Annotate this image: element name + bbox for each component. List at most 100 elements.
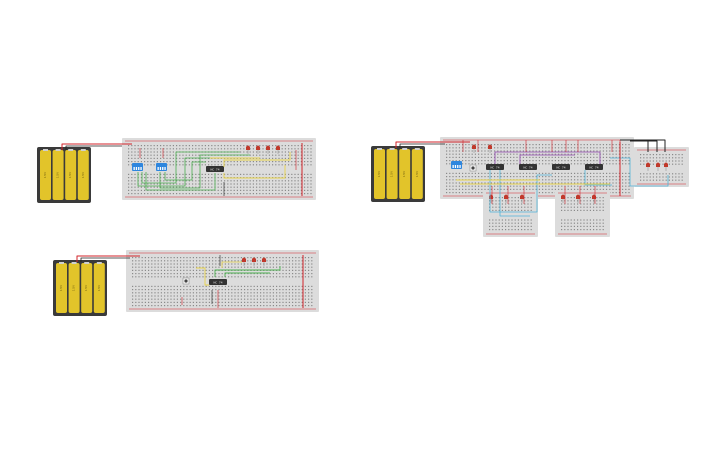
ic-chip[interactable] [585,164,603,170]
hole [160,285,162,287]
breadboard-body[interactable] [555,190,610,237]
dip-switch-lever[interactable] [140,167,142,170]
dip-switch-lever[interactable] [133,167,135,170]
wire[interactable] [65,145,122,150]
dip-switch-lever[interactable] [459,165,461,168]
hole [198,145,200,147]
wire[interactable] [630,140,658,152]
led[interactable] [576,194,580,200]
wire[interactable] [399,143,445,148]
wire[interactable] [159,154,250,189]
wire[interactable] [76,255,140,262]
dip-switch-lever[interactable] [454,165,457,168]
wire[interactable] [141,151,240,184]
hole [494,185,496,187]
wire[interactable] [221,261,242,268]
led[interactable] [520,194,524,200]
hole [564,153,566,155]
wire[interactable] [499,170,530,217]
led[interactable] [252,257,256,263]
hole [503,182,505,184]
ic-chip[interactable] [519,164,537,170]
wire[interactable] [223,165,286,179]
hole [269,257,271,259]
hole [167,263,169,265]
led[interactable] [276,145,280,151]
led[interactable] [242,257,246,263]
hole [567,219,569,221]
dip-switch-lever[interactable] [135,167,138,170]
hole [498,203,500,205]
wire[interactable] [610,157,669,187]
wire[interactable] [223,152,291,167]
wire[interactable] [145,172,216,191]
hole [602,156,604,158]
wire[interactable] [164,161,206,181]
led[interactable] [656,162,660,168]
wire[interactable] [395,141,470,148]
wire[interactable] [519,154,575,164]
breadboard-body[interactable] [634,147,689,187]
dip-switch-lever[interactable] [452,165,454,168]
dip-switch-lever[interactable] [457,165,459,168]
hole [279,298,281,300]
wire[interactable] [196,267,209,286]
ic-chip[interactable] [209,279,227,285]
hole [500,185,502,187]
led[interactable] [561,194,565,200]
dip-switch-lever[interactable] [162,167,164,170]
hole [612,192,614,194]
led[interactable] [262,257,266,263]
led[interactable] [246,145,250,151]
hole [574,188,576,190]
hole [231,301,233,303]
led[interactable] [488,144,492,150]
ic-chip[interactable] [552,164,570,170]
hole [586,229,588,231]
led[interactable] [504,194,508,200]
hole [583,209,585,211]
led[interactable] [646,162,650,168]
hole [164,305,166,307]
dip-switch-lever[interactable] [164,167,166,170]
hole [144,186,146,188]
hole [516,163,518,165]
wire[interactable] [224,272,270,277]
dip-switch-lever[interactable] [157,167,159,170]
hole [202,269,204,271]
hole [288,285,290,287]
led[interactable] [266,145,270,151]
hole [250,285,252,287]
pushbutton-cap[interactable] [184,279,188,283]
pushbutton-cap[interactable] [471,166,475,170]
wire[interactable] [61,143,132,150]
led[interactable] [472,144,476,150]
hole [131,151,133,153]
wire[interactable] [489,170,552,213]
hole [205,301,207,303]
wire[interactable] [494,151,601,164]
wire[interactable] [80,257,130,262]
hole [237,301,239,303]
dip-switch-lever[interactable] [159,167,162,170]
led[interactable] [664,162,668,168]
wire[interactable] [640,139,666,152]
hole [526,160,528,162]
ic-chip[interactable] [206,166,224,172]
dip-switch-lever[interactable] [138,167,140,170]
hole [272,263,274,265]
hole [580,185,582,187]
hole [259,183,261,185]
hole [468,192,470,194]
hole [180,263,182,265]
led[interactable] [256,145,260,151]
ic-chip[interactable] [486,164,504,170]
hole [275,180,277,182]
battery-terminal [71,262,77,264]
wire[interactable] [584,170,612,186]
